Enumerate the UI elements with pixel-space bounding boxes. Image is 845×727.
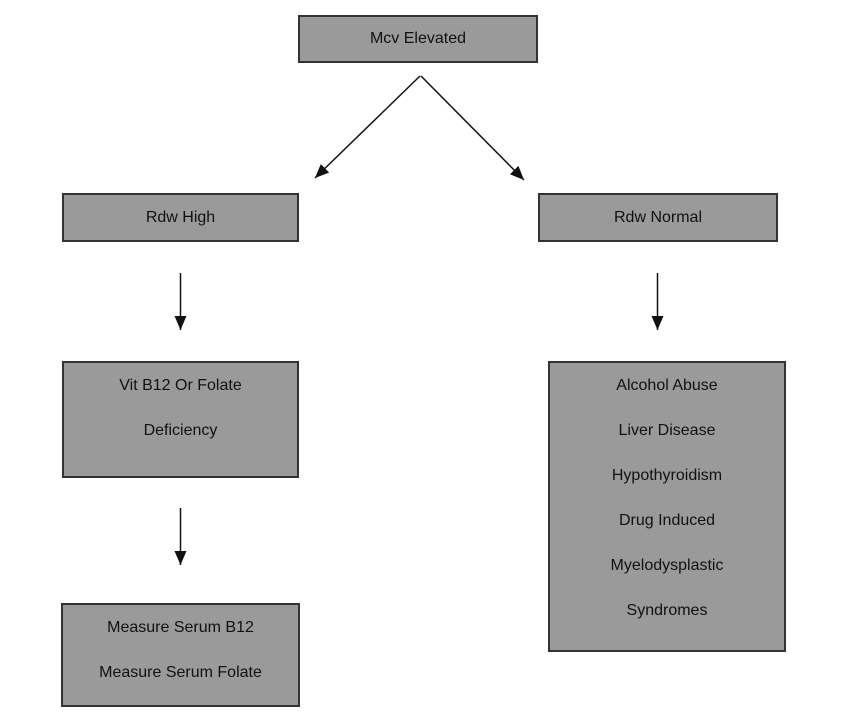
node-measure-serum-line: Measure Serum Folate: [99, 664, 262, 681]
node-rdw-normal-causes-line: Syndromes: [626, 602, 708, 619]
node-rdw-normal-causes-line: Myelodysplastic: [610, 557, 724, 574]
edge-mcv-to-rdw-high: [314, 75, 421, 179]
node-rdw-normal-causes: Alcohol Abuse Liver Disease Hypothyroidi…: [548, 361, 786, 652]
node-b12-folate-deficiency-line: Vit B12 Or Folate: [119, 377, 242, 394]
node-measure-serum: Measure Serum B12 Measure Serum Folate: [61, 603, 300, 707]
node-b12-folate-deficiency: Vit B12 Or Folate Deficiency: [62, 361, 299, 478]
node-measure-serum-line: Measure Serum B12: [107, 619, 254, 636]
node-b12-folate-deficiency-line: Deficiency: [143, 422, 218, 439]
node-rdw-high-label: Rdw High: [145, 208, 216, 226]
node-rdw-normal-causes-line: Drug Induced: [618, 512, 716, 529]
node-rdw-normal-causes-line: Hypothyroidism: [611, 467, 723, 484]
node-rdw-normal-label: Rdw Normal: [613, 208, 702, 226]
node-rdw-normal: Rdw Normal: [538, 193, 778, 242]
node-mcv-elevated: Mcv Elevated: [298, 15, 538, 63]
node-rdw-normal-causes-line: Liver Disease: [618, 422, 716, 439]
node-mcv-elevated-label: Mcv Elevated: [369, 30, 467, 47]
node-rdw-high: Rdw High: [62, 193, 299, 242]
node-rdw-normal-causes-line: Alcohol Abuse: [616, 377, 718, 394]
edge-mcv-to-rdw-normal: [420, 75, 525, 181]
